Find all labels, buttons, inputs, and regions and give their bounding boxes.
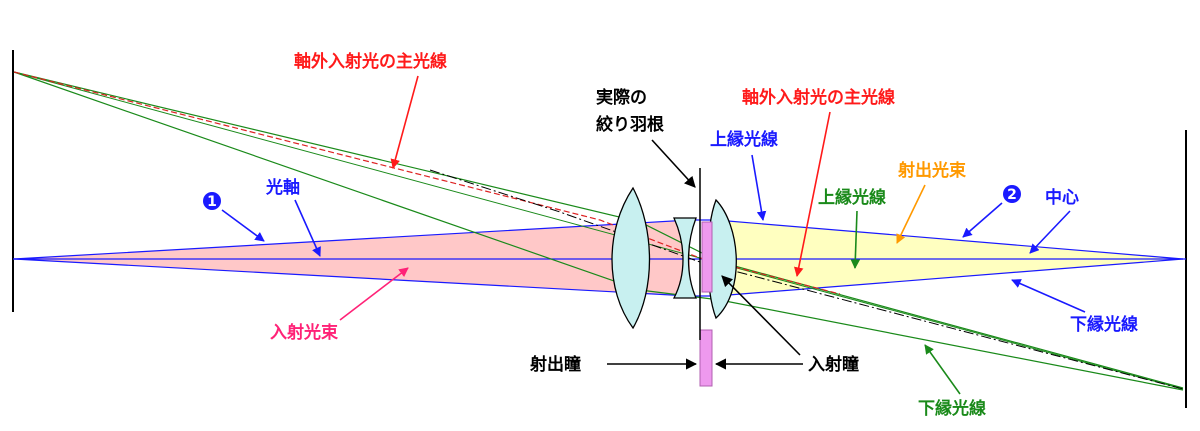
label-optical-axis: 光軸 bbox=[265, 177, 300, 198]
label-entrance-pupil: 入射瞳 bbox=[808, 354, 859, 375]
arrow-marker-2 bbox=[962, 202, 1003, 238]
label-aperture-line2: 絞り羽根 bbox=[596, 114, 664, 135]
arrow-marker-1 bbox=[221, 209, 265, 242]
arrow-lower-marginal-blue bbox=[1011, 279, 1086, 313]
chief-ray-dashdot bbox=[429, 169, 1184, 390]
off-axis-ray-green-3 bbox=[13, 71, 1184, 390]
marginal-ray-lower-blue bbox=[13, 258, 1184, 297]
lens-front-convex bbox=[611, 186, 651, 330]
label-aperture-line1: 実際の bbox=[596, 87, 647, 108]
arrow-upper-marginal-green bbox=[850, 210, 861, 269]
arrow-optical-axis bbox=[294, 199, 321, 257]
label-center: 中心 bbox=[1045, 187, 1079, 208]
arrow-lower-marginal-green bbox=[924, 344, 961, 395]
marker-1-text: 1 bbox=[207, 194, 217, 210]
arrow-chief-ray-left bbox=[390, 75, 419, 169]
marker-2-badge: 2 bbox=[1003, 185, 1021, 203]
arrow-entrance-beam bbox=[339, 267, 409, 321]
label-chief-ray-right: 軸外入射光の主光線 bbox=[742, 87, 895, 108]
arrow-chief-ray-right bbox=[793, 111, 831, 277]
arrow-upper-marginal-blue bbox=[751, 154, 767, 221]
label-entrance-beam: 入射光束 bbox=[270, 322, 338, 343]
marker-2-text: 2 bbox=[1007, 187, 1017, 203]
label-exit-pupil: 射出瞳 bbox=[529, 354, 581, 375]
off-axis-ray-upper-green bbox=[13, 71, 1184, 389]
exit-beam bbox=[716, 220, 1183, 296]
label-lower-marginal-blue: 下縁光線 bbox=[1070, 314, 1138, 335]
lens-middle-concave bbox=[672, 217, 697, 299]
arrow-center bbox=[1029, 210, 1071, 254]
label-lower-marginal-green: 下縁光線 bbox=[918, 398, 986, 419]
entrance-beam bbox=[14, 220, 690, 296]
marker-1-badge: 1 bbox=[203, 192, 221, 210]
arrow-aperture bbox=[651, 139, 696, 188]
label-upper-marginal-blue: 上縁光線 bbox=[710, 129, 778, 150]
chief-ray-dashed bbox=[13, 71, 841, 295]
label-chief-ray-left: 軸外入射光の主光線 bbox=[294, 51, 447, 72]
label-upper-marginal-green: 上縁光線 bbox=[818, 187, 886, 208]
exit-pupil-marker bbox=[699, 329, 713, 387]
marginal-ray-upper-blue bbox=[13, 219, 1184, 260]
label-exit-beam: 射出光束 bbox=[897, 160, 966, 181]
arrow-exit-beam bbox=[896, 184, 926, 244]
arrow-entrance-pupil-upper bbox=[721, 275, 801, 356]
pupil-band bbox=[701, 221, 713, 293]
